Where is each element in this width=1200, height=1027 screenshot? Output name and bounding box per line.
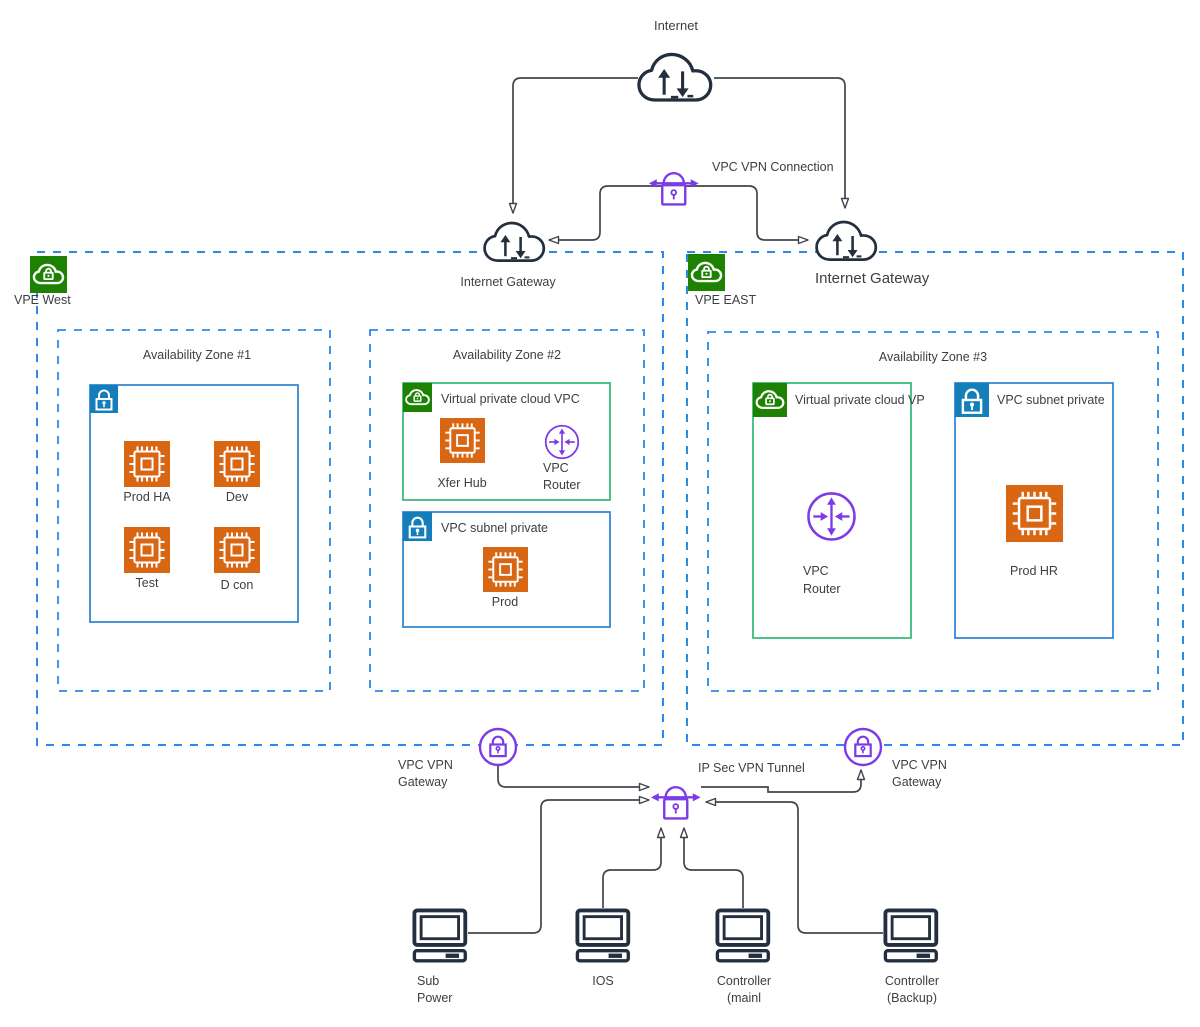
- vpn-gateway-east-label-line2: Gateway: [892, 775, 942, 789]
- ec2-instance-prod-hr-icon: [1004, 483, 1065, 544]
- vpe-east-vpc-icon: [688, 254, 725, 291]
- internet-gateway-east-icon: [815, 220, 878, 261]
- client-controller-main-icon: [715, 908, 771, 963]
- client-controller-main-label-line1: Controller: [717, 974, 771, 988]
- client-controller-backup-icon: [883, 908, 939, 963]
- instance-dev-label: Dev: [226, 490, 249, 504]
- internet-gateway-east-label: Internet Gateway: [815, 270, 930, 287]
- internet-gateway-west-label: Internet Gateway: [460, 275, 556, 289]
- az3-title: Availability Zone #3: [879, 350, 987, 364]
- internet-cloud-icon: [637, 52, 713, 102]
- ec2-instance-prod-ha-icon: [123, 440, 171, 488]
- ios-to-tunnel-line: [602, 827, 666, 908]
- gateway-west-to-tunnel-line: [497, 766, 650, 792]
- vpc-router-az2-icon: [544, 424, 580, 460]
- vpn-gateway-west-label-line2: Gateway: [398, 775, 448, 789]
- instance-prod-ha-label: Prod HA: [123, 490, 171, 504]
- internet-gateway-west-icon: [483, 221, 546, 262]
- client-ios-icon: [575, 908, 631, 963]
- instance-dcon-label: D con: [221, 578, 254, 592]
- instance-prod-hr-label: Prod HR: [1010, 564, 1058, 578]
- internet-label: Internet: [654, 18, 698, 33]
- internet-to-igw-east-line: [714, 77, 850, 209]
- client-sub-power-icon: [412, 908, 468, 963]
- subpower-to-tunnel-line: [468, 795, 650, 934]
- client-sub-power-label-line2: Power: [417, 991, 452, 1005]
- az2-subnet-box: [402, 511, 611, 628]
- az3-subnet-lock-icon: [955, 383, 989, 417]
- az2-router-label-line1: VPC: [543, 461, 569, 475]
- ec2-instance-xfer-hub-icon: [439, 417, 486, 464]
- vpe-west-label: VPE West: [14, 293, 71, 307]
- vpn-gateway-west-icon: [478, 727, 518, 767]
- az1-subnet-box: [89, 384, 299, 623]
- vpn-gateway-east-icon: [843, 727, 883, 767]
- vpe-east-label: VPE EAST: [695, 293, 756, 307]
- vpe-west-region-box: [36, 251, 664, 746]
- client-controller-backup-label-line2: (Backup): [887, 991, 937, 1005]
- client-controller-main-label-line2: (mainl: [727, 991, 761, 1005]
- ec2-instance-dev-icon: [213, 440, 261, 488]
- connector-lines: [468, 77, 883, 934]
- availability-zone-2-box: [369, 329, 645, 692]
- client-sub-power-label-line1: Sub: [417, 974, 439, 988]
- instance-xfer-hub-label: Xfer Hub: [437, 476, 486, 490]
- az2-vpc-title: Virtual private cloud VPC: [441, 392, 580, 406]
- availability-zone-3-box: [707, 331, 1159, 692]
- vpn-gateway-west-label-line1: VPC VPN: [398, 758, 453, 772]
- ec2-instance-prod-icon: [482, 546, 529, 593]
- az2-vpc-cloud-icon: [403, 383, 433, 413]
- vpe-east-region-box: [686, 251, 1184, 746]
- vpe-west-vpc-icon: [30, 256, 67, 293]
- az2-title: Availability Zone #2: [453, 348, 561, 362]
- vpn-gateway-east-label-line1: VPC VPN: [892, 758, 947, 772]
- ec2-instance-dcon-icon: [213, 526, 261, 574]
- az1-subnet-lock-icon: [90, 385, 118, 413]
- ipsec-tunnel-icon: [649, 786, 702, 820]
- vpn-connection-icon: [647, 172, 700, 206]
- az3-vpc-cloud-icon: [753, 383, 787, 417]
- az3-subnet-title: VPC subnet private: [997, 393, 1105, 407]
- instance-prod-label: Prod: [492, 595, 518, 609]
- vpn-connection-label: VPC VPN Connection: [712, 160, 834, 174]
- controller-backup-to-tunnel-line: [705, 797, 883, 934]
- availability-zone-1-box: [57, 329, 331, 692]
- az3-router-label-line2: Router: [803, 582, 841, 596]
- vpc-router-az3-icon: [807, 492, 856, 541]
- controller-main-to-tunnel-line: [679, 827, 744, 908]
- az2-router-label-line2: Router: [543, 478, 581, 492]
- client-ios-label: IOS: [592, 974, 614, 988]
- instance-test-label: Test: [136, 576, 159, 590]
- tunnel-to-gateway-east-line: [701, 769, 866, 793]
- internet-to-igw-west-line: [508, 77, 638, 214]
- az3-router-label-line1: VPC: [803, 564, 829, 578]
- ipsec-tunnel-label: IP Sec VPN Tunnel: [698, 761, 805, 775]
- az2-subnet-title: VPC subnel private: [441, 521, 548, 535]
- ec2-instance-test-icon: [123, 526, 171, 574]
- az2-subnet-lock-icon: [403, 512, 433, 542]
- az1-title: Availability Zone #1: [143, 348, 251, 362]
- client-controller-backup-label-line1: Controller: [885, 974, 939, 988]
- az3-vpc-title: Virtual private cloud VP: [795, 393, 925, 407]
